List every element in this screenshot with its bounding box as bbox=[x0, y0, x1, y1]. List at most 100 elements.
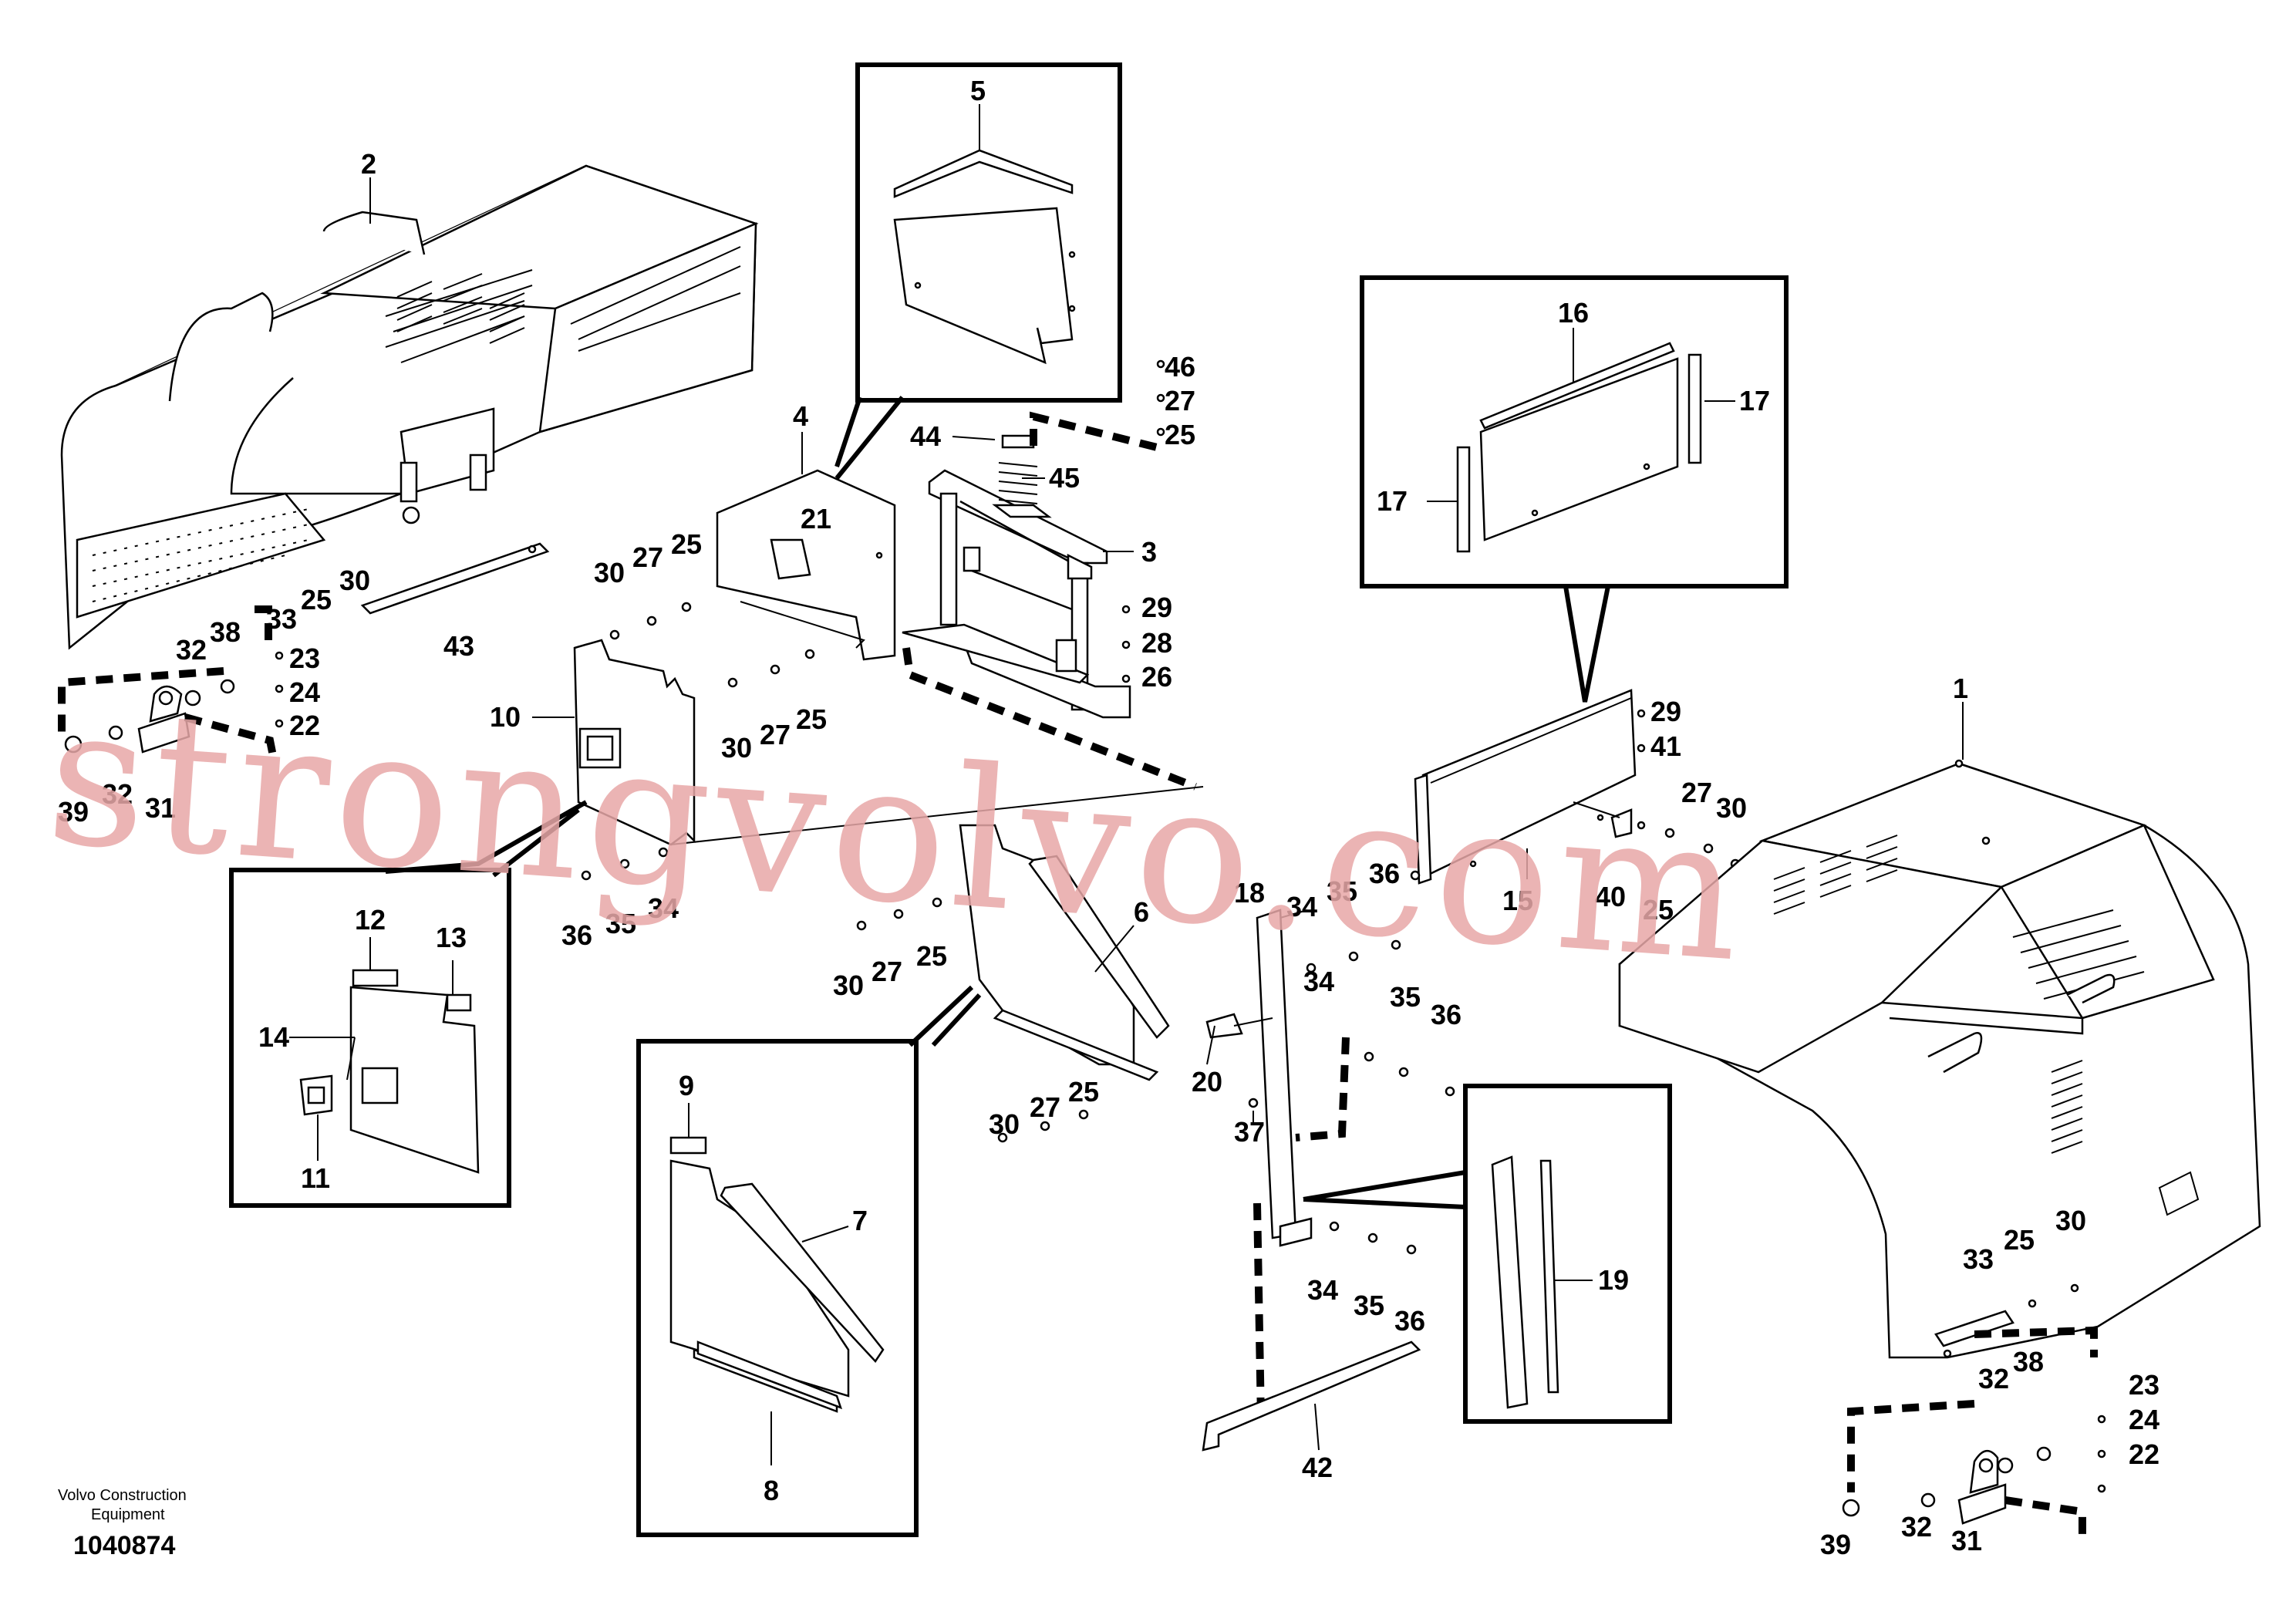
callout-32: 32 bbox=[1901, 1511, 1932, 1543]
callout-25: 25 bbox=[796, 703, 827, 735]
dash-left-2 bbox=[58, 667, 224, 733]
callout-34: 34 bbox=[1286, 891, 1317, 922]
callout-25: 25 bbox=[1068, 1076, 1099, 1108]
callout-28: 28 bbox=[1141, 627, 1172, 659]
callout-39: 39 bbox=[58, 796, 89, 828]
part-10-panel bbox=[573, 639, 1204, 881]
inset-box-parts-16-17 bbox=[1360, 275, 1789, 703]
inset-box-part-19 bbox=[1463, 1084, 1672, 1424]
callout-30: 30 bbox=[721, 732, 752, 764]
callout-35: 35 bbox=[1327, 875, 1357, 907]
dash-44 bbox=[1030, 411, 1161, 455]
callout-30: 30 bbox=[833, 969, 864, 1001]
callout-19: 19 bbox=[1598, 1264, 1629, 1296]
callout-23: 23 bbox=[289, 642, 320, 674]
callout-36: 36 bbox=[1394, 1305, 1425, 1337]
part-42-bracket bbox=[1202, 1340, 1421, 1452]
watermark-text: strongvolvo.com bbox=[41, 663, 1754, 1005]
callout-44: 44 bbox=[910, 420, 941, 452]
part-2-hood-left bbox=[60, 164, 759, 650]
callout-45: 45 bbox=[1049, 462, 1080, 494]
caption-company: Volvo Construction bbox=[58, 1487, 187, 1504]
callout-8: 8 bbox=[764, 1475, 779, 1506]
callout-12: 12 bbox=[355, 904, 386, 936]
callout-35: 35 bbox=[1390, 981, 1421, 1013]
dash-right-1 bbox=[1974, 1326, 2098, 1357]
callout-39: 39 bbox=[1820, 1529, 1851, 1560]
dash-right-2 bbox=[1847, 1400, 1975, 1492]
callout-25: 25 bbox=[1165, 419, 1195, 450]
callout-21: 21 bbox=[801, 503, 831, 534]
callout-33: 33 bbox=[266, 603, 297, 635]
dash-3 bbox=[902, 647, 1197, 791]
callout-27: 27 bbox=[632, 541, 663, 573]
callout-7: 7 bbox=[852, 1205, 868, 1236]
dash-right-3 bbox=[2004, 1496, 2086, 1535]
callout-42: 42 bbox=[1302, 1452, 1333, 1483]
callout-9: 9 bbox=[679, 1070, 694, 1101]
part-43-strip bbox=[360, 542, 550, 615]
hinge-left bbox=[64, 651, 284, 754]
callout-17: 17 bbox=[1377, 485, 1408, 517]
callout-32: 32 bbox=[102, 778, 133, 810]
callout-14: 14 bbox=[258, 1021, 289, 1053]
callout-38: 38 bbox=[2013, 1346, 2044, 1378]
caption-block: Volvo Construction Equipment 1040874 bbox=[58, 1487, 187, 1560]
callout-22: 22 bbox=[2129, 1438, 2159, 1470]
callout-31: 31 bbox=[1951, 1525, 1982, 1556]
callout-37: 37 bbox=[1234, 1116, 1265, 1148]
callout-13: 13 bbox=[436, 922, 467, 953]
perforation-pattern bbox=[92, 508, 309, 602]
callout-20: 20 bbox=[1192, 1066, 1222, 1098]
callout-36: 36 bbox=[1369, 858, 1400, 889]
inset-box-part-5 bbox=[834, 62, 1122, 480]
callout-30: 30 bbox=[339, 565, 370, 596]
callout-33: 33 bbox=[1963, 1243, 1994, 1275]
dash-18-b bbox=[1253, 1202, 1265, 1420]
part-6-plate bbox=[856, 824, 1170, 1143]
leader-lines bbox=[369, 177, 1964, 1122]
callout-31: 31 bbox=[145, 792, 176, 824]
callout-11: 11 bbox=[301, 1162, 330, 1194]
callout-27: 27 bbox=[760, 719, 791, 750]
part-15-panel bbox=[1410, 689, 1741, 885]
callout-24: 24 bbox=[289, 676, 320, 708]
callout-23: 23 bbox=[2129, 1369, 2159, 1401]
callout-17: 17 bbox=[1739, 385, 1770, 416]
callout-1: 1 bbox=[1953, 673, 1968, 704]
callout-27: 27 bbox=[872, 956, 902, 987]
callout-29: 29 bbox=[1650, 696, 1681, 727]
callout-27: 27 bbox=[1030, 1091, 1060, 1123]
callout-43: 43 bbox=[443, 630, 474, 662]
callout-34: 34 bbox=[648, 892, 679, 924]
callout-30: 30 bbox=[1716, 792, 1747, 824]
caption-equipment: Equipment bbox=[91, 1506, 165, 1523]
callout-22: 22 bbox=[289, 710, 320, 741]
part-1-hood-right bbox=[1618, 759, 2261, 1359]
callout-34: 34 bbox=[1307, 1274, 1338, 1306]
vent-slots-hood-left bbox=[396, 273, 525, 344]
bolts-29-28-26 bbox=[1121, 605, 1131, 683]
callout-46: 46 bbox=[1165, 351, 1195, 383]
callout-32: 32 bbox=[1978, 1363, 2009, 1394]
vent-slots-hood-right bbox=[1773, 835, 2145, 1154]
callout-25: 25 bbox=[916, 940, 947, 972]
callout-29: 29 bbox=[1141, 592, 1172, 623]
callout-30: 30 bbox=[594, 557, 625, 588]
callout-41: 41 bbox=[1650, 730, 1681, 762]
bracket-44-45 bbox=[992, 359, 1165, 518]
part-4-plate bbox=[609, 432, 896, 688]
callout-2: 2 bbox=[361, 148, 376, 180]
callout-40: 40 bbox=[1595, 881, 1626, 912]
inset-box-parts-11-14 bbox=[229, 868, 511, 1208]
callout-30: 30 bbox=[989, 1108, 1020, 1140]
callout-35: 35 bbox=[605, 908, 636, 939]
callout-35: 35 bbox=[1354, 1290, 1384, 1321]
callout-25: 25 bbox=[2004, 1224, 2035, 1256]
callout-15: 15 bbox=[1502, 885, 1533, 916]
callout-labels: 2 5 46 27 25 44 45 4 21 3 29 28 26 30 27… bbox=[58, 75, 2159, 1560]
callout-36: 36 bbox=[1431, 999, 1462, 1030]
part-18-column bbox=[1205, 909, 1455, 1255]
callout-4: 4 bbox=[793, 400, 808, 432]
